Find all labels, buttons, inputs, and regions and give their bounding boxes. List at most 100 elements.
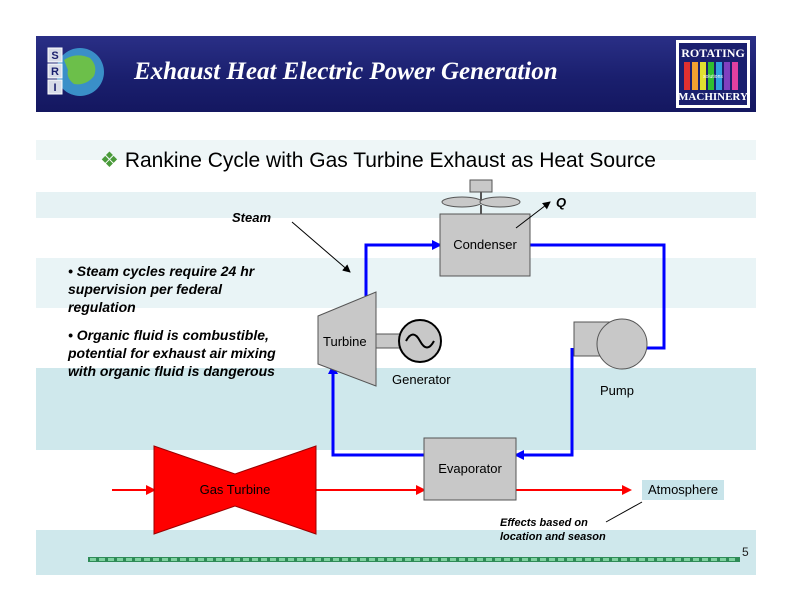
effects-pointer-line [605,501,643,523]
footer-tick [477,558,483,561]
generator-label: Generator [392,372,451,387]
footer-tick [585,558,591,561]
footer-tick [171,558,177,561]
diamond-bullet-icon: ❖ [100,149,119,172]
footer-tick [504,558,510,561]
footer-tick [288,558,294,561]
footer-tick [135,558,141,561]
logo-text-machinery: MACHINERY [678,91,748,103]
footer-tick [468,558,474,561]
footer-tick [549,558,555,561]
condenser-box [439,213,531,277]
footer-tick [117,558,123,561]
flow-line-evaporator-to-turbine [328,364,424,457]
footer-tick [414,558,420,561]
header-title: Exhaust Heat Electric Power Generation [134,58,558,85]
header-bar [36,36,756,112]
footer-tick [108,558,114,561]
evaporator-box [423,437,517,501]
slide-heading: ❖Rankine Cycle with Gas Turbine Exhaust … [100,148,680,173]
turbine-label: Turbine [323,334,367,349]
footer-tick [396,558,402,561]
footer-tick [180,558,186,561]
footer-tick [162,558,168,561]
footer-tick [711,558,717,561]
logo-subtext: solutions [703,74,723,80]
gas-turbine-shape [153,445,317,535]
evaporator-label: Evaporator [438,461,502,476]
footer-tick [648,558,654,561]
footer-ticks [90,558,735,561]
footer-tick [621,558,627,561]
fan-motor [469,179,493,193]
footer-tick [189,558,195,561]
atmosphere-label: Atmosphere [647,482,719,497]
flow-line-pump-to-evaporator [514,348,574,460]
fan-blade [441,196,483,208]
atmosphere-box [642,480,724,500]
footer-tick [378,558,384,561]
footer-tick [594,558,600,561]
footer-tick [324,558,330,561]
steam-pointer-line [291,221,351,273]
footer-tick [450,558,456,561]
flow-line-turbine-to-condenser [364,240,442,296]
sri-logo: S R I [47,47,104,96]
footer-tick [387,558,393,561]
footer-tick [540,558,546,561]
footer-tick [261,558,267,561]
fan-blade [479,196,521,208]
pump-label: Pump [600,383,634,398]
footer-tick [279,558,285,561]
footer-tick [234,558,240,561]
footer-tick [198,558,204,561]
rotating-machinery-logo: ROTATING solutions MACHINERY [676,40,750,108]
logo-text-rotating: ROTATING [681,46,745,60]
background-band [36,192,756,218]
background-band [36,368,756,450]
footer-tick [432,558,438,561]
footer-tick [720,558,726,561]
footer-tick [126,558,132,561]
footer-tick [351,558,357,561]
footer-tick [369,558,375,561]
footer-tick [441,558,447,561]
footer-tick [693,558,699,561]
footer-tick [315,558,321,561]
footer-tick [657,558,663,561]
sine-wave-icon [405,333,435,349]
footer-tick [684,558,690,561]
heading-text: Rankine Cycle with Gas Turbine Exhaust a… [124,149,656,172]
footer-tick [495,558,501,561]
footer-tick [297,558,303,561]
condenser-label: Condenser [453,237,517,252]
footer-tick [207,558,213,561]
logo-letter: I [53,82,56,94]
q-pointer-line [515,201,551,229]
footer-tick [531,558,537,561]
flow-line-condenser-to-pump [530,243,666,353]
footer-tick [99,558,105,561]
footer-tick [423,558,429,561]
footer-tick [342,558,348,561]
footer-tick [252,558,258,561]
footer-tick [90,558,96,561]
footer-tick [567,558,573,561]
footer-tick [153,558,159,561]
page-number: 5 [742,545,749,559]
footer-tick [360,558,366,561]
gas-turbine-label: Gas Turbine [199,482,271,497]
footer-tick [639,558,645,561]
footer-tick [702,558,708,561]
footer-tick [522,558,528,561]
footer-tick [144,558,150,561]
effects-label: Effects based on location and season [500,517,606,543]
footer-tick [405,558,411,561]
footer-tick [513,558,519,561]
bullet-item: • Steam cycles require 24 hr supervision… [68,263,255,315]
background-band [36,258,756,308]
footer-tick [603,558,609,561]
logo-letter: S [51,50,58,62]
footer-tick [612,558,618,561]
footer-tick [306,558,312,561]
